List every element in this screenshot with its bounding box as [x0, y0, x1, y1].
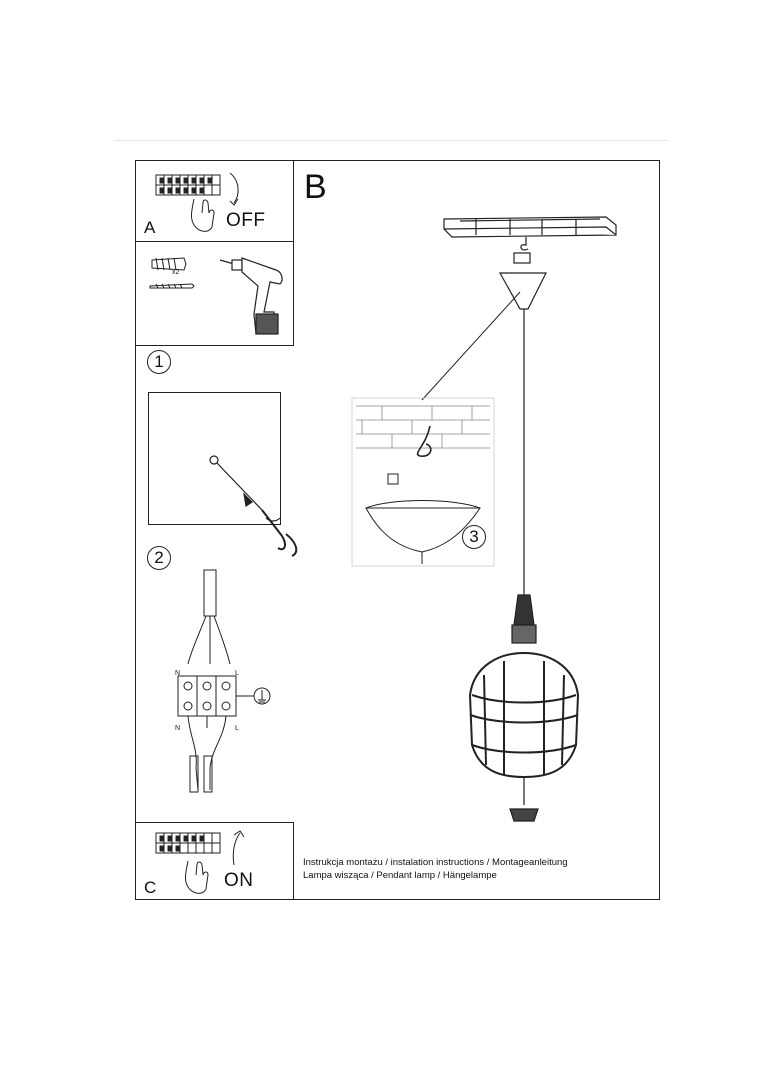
- instructions-title: Instrukcja montażu / instalation instruc…: [303, 857, 568, 868]
- step-2-number: 2: [147, 546, 171, 570]
- panel-a-off-label: OFF: [226, 210, 266, 231]
- detail-leader-line: [421, 291, 521, 401]
- wall-plug-and-screw-icon: [149, 257, 195, 289]
- terminal-l-top: L: [235, 670, 239, 677]
- page-edge: [114, 140, 668, 141]
- pendant-lamp-assembly-icon: [443, 216, 617, 822]
- panel-c-power-on: C ON: [135, 822, 294, 900]
- terminal-l-bottom: L: [235, 725, 239, 732]
- circuit-breaker-off-icon: [155, 172, 239, 232]
- ceiling-hook-install-icon: [209, 455, 298, 557]
- step-3-number: 3: [462, 525, 486, 549]
- wiring-diagram-icon: [177, 569, 271, 793]
- product-name: Lampa wisząca / Pendant lamp / Hängelamp…: [303, 870, 497, 881]
- ceiling-mounting-panel: [148, 392, 281, 525]
- detail-inset-icon: [351, 397, 495, 567]
- terminal-n-bottom: N: [175, 725, 181, 732]
- step-1-number: 1: [147, 350, 171, 374]
- power-drill-icon: [219, 257, 283, 335]
- terminal-n-top: N: [175, 670, 181, 677]
- circuit-breaker-on-icon: [155, 830, 245, 894]
- panel-c-letter: C: [144, 878, 157, 897]
- panel-a-power-off: A OFF: [135, 160, 294, 242]
- instruction-sheet-frame: [135, 160, 660, 900]
- panel-c-on-label: ON: [224, 870, 254, 891]
- section-b-letter: B: [304, 168, 327, 206]
- quantity-label: x2: [172, 269, 180, 276]
- panel-tools: x2: [135, 241, 294, 346]
- panel-a-letter: A: [144, 218, 156, 237]
